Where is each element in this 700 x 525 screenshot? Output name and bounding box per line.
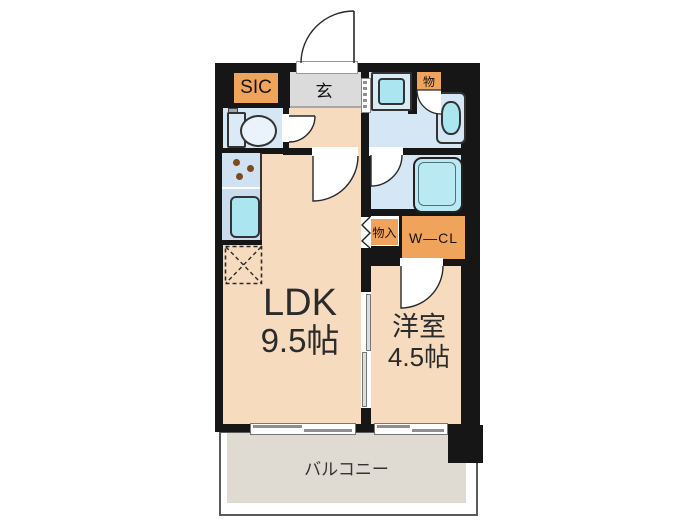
bathroom-door-arc	[370, 154, 403, 187]
entrance-genkan	[289, 71, 362, 108]
window-pane	[304, 429, 352, 432]
washing-machine-pan	[371, 72, 412, 111]
wall-ldk-right-c	[361, 408, 371, 432]
storage-top: 物	[417, 72, 441, 90]
ldk-door-opening	[312, 147, 358, 156]
sliding-panel	[366, 294, 371, 351]
window-pane	[412, 429, 444, 432]
wall-under-storage-hall	[368, 246, 400, 266]
storage-door-arc	[416, 89, 442, 115]
bathroom-door-opening	[369, 147, 403, 156]
sic-label: SIC	[240, 77, 272, 98]
toilet-door-opening	[282, 114, 290, 142]
storage-top-label: 物	[422, 74, 435, 89]
entrance-door-sill	[296, 61, 358, 74]
wall-washroom-bathroom	[368, 148, 462, 155]
sliding-panel	[362, 352, 367, 407]
shoe-closet-sic: SIC	[234, 73, 278, 103]
room-ldk-label: LDK 9.5帖	[238, 282, 362, 359]
wall-hall-ldk	[283, 148, 313, 155]
wall-right	[461, 63, 480, 432]
wall-top-left	[215, 63, 297, 72]
kitchen-divider	[222, 187, 262, 189]
entrance-label: 玄	[315, 82, 333, 101]
balcony: バルコニー	[219, 431, 478, 516]
wall-ldk-right-b	[361, 247, 371, 292]
western-door-opening	[400, 258, 443, 267]
kitchen-edge-line	[260, 153, 262, 240]
pillar	[448, 425, 483, 463]
washing-machine	[378, 78, 405, 105]
wall-bottom-mid	[354, 424, 374, 432]
balcony-deck	[227, 433, 466, 503]
storage-top-block-side	[408, 93, 417, 114]
bathtub	[413, 157, 463, 213]
sliding-door-track	[363, 81, 367, 110]
bathtub-inner-line	[418, 162, 456, 206]
entrance-door-arc	[300, 10, 355, 64]
stove-burner	[247, 165, 254, 172]
western-size: 4.5帖	[387, 342, 451, 373]
room-western-label: 洋室 4.5帖	[374, 312, 464, 373]
ldk-name: LDK	[263, 282, 337, 324]
wall-bathroom-wcl	[368, 209, 462, 216]
balcony-label: バルコニー	[304, 460, 389, 479]
walk-in-closet: W—CL	[399, 216, 465, 259]
window-ldk	[250, 423, 356, 435]
washbasin-bowl	[441, 101, 461, 135]
stove-burner	[233, 159, 240, 166]
western-room-door-arc	[400, 265, 444, 309]
wall-toilet-kitchen	[222, 148, 283, 154]
kitchen-sink	[230, 196, 260, 238]
ldk-size: 9.5帖	[260, 321, 340, 359]
kitchen-end-wall	[222, 240, 262, 245]
toilet-bowl	[240, 115, 277, 147]
folding-door	[360, 216, 371, 249]
storage-hall-label: 物入	[372, 225, 397, 240]
wall-bottom-left	[215, 424, 250, 432]
window-pane	[377, 425, 410, 428]
wall-top-right	[356, 63, 480, 72]
kitchen-stove	[222, 153, 262, 187]
toilet-door-arc	[288, 115, 316, 143]
washbasin	[436, 92, 466, 144]
wall-left	[215, 63, 223, 432]
wall-hall-washroom	[361, 71, 369, 155]
ldk-door-arc	[312, 155, 359, 202]
wall-ldk-right-a	[361, 155, 371, 217]
wcl-label: W—CL	[408, 229, 459, 246]
storage-hall: 物入	[371, 219, 398, 245]
western-name: 洋室	[392, 312, 446, 342]
sliding-door-washroom	[361, 78, 371, 113]
refrigerator-space	[224, 245, 263, 285]
window-western-room	[374, 423, 448, 435]
stove-burner	[236, 173, 243, 180]
sliding-door-partition	[361, 292, 371, 408]
window-pane	[253, 425, 302, 428]
